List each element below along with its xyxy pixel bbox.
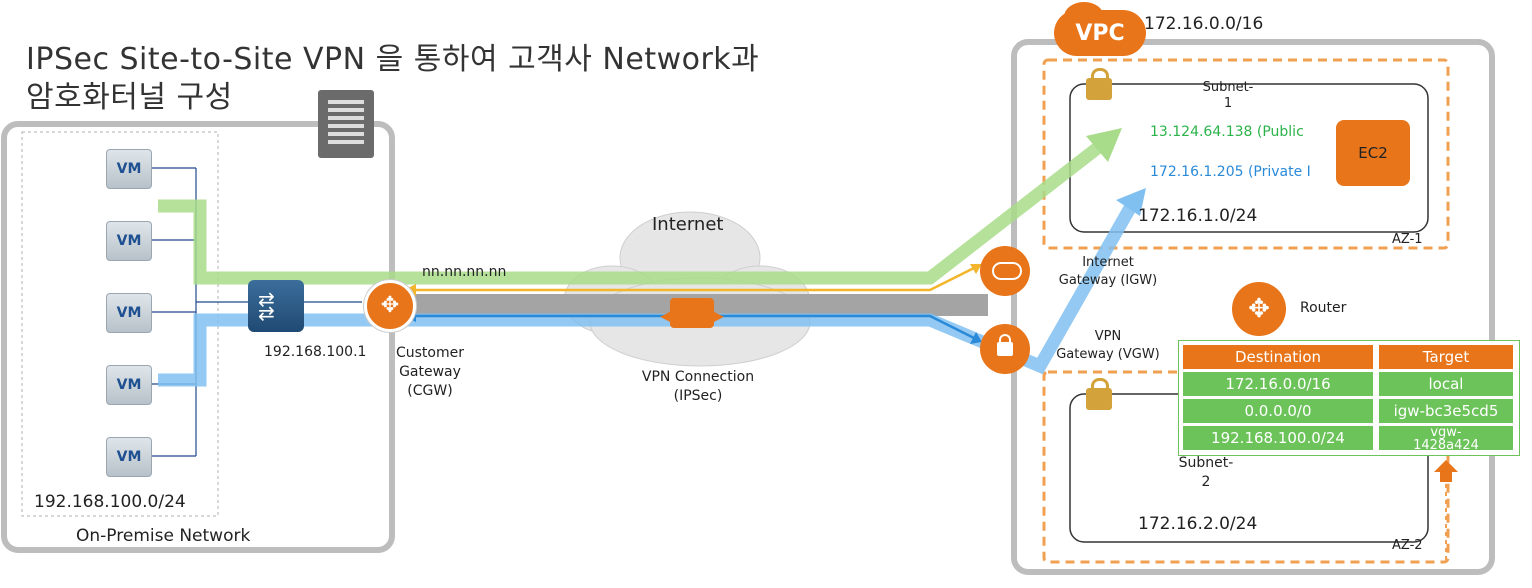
vpn-gateway-icon[interactable] [980,324,1030,374]
vpn-connection-label: VPN Connection (IPSec) [641,369,755,404]
vpc-cloud-icon: VPC [1054,2,1146,56]
title-line-2: 암호화터널 구성 [26,80,233,115]
title-line-1: IPSec Site-to-Site VPN 을 통하여 고객사 Network… [26,42,760,77]
route-target-3: vgw- 1428a424 [1379,426,1513,450]
onprem-public-ip: nn.nn.nn.nn [422,264,507,280]
vm-icon-4[interactable]: VM [106,365,152,405]
router-icon[interactable]: ✥ [1232,282,1286,336]
router-label: Router [1300,300,1347,316]
vm-icon-5[interactable]: VM [106,437,152,477]
vgw-label: VPN Gateway (VGW) [1056,329,1160,362]
route-table-header-target: Target [1379,345,1513,369]
onprem-network-label: On-Premise Network [76,526,251,546]
vm-icon-1[interactable]: VM [106,149,152,189]
blue-arrow-head [1116,188,1146,216]
customer-gateway-router-icon[interactable]: ✥ [364,280,416,332]
vpn-lock-icon: ◀ ▶ [660,298,724,328]
route-table-header-destination: Destination [1183,345,1373,369]
cgw-label: Customer Gateway (CGW) [395,345,464,399]
switch-ip: 192.168.100.1 [264,344,367,360]
vpc-badge-text: VPC [1075,21,1125,46]
route-target-2: igw-bc3e5cd5 [1379,399,1513,423]
route-table: Destination Target 172.16.0.0/16 local 0… [1178,340,1520,456]
green-path [158,140,1104,285]
ec2-public-ip: 13.124.64.138 (Public [1150,124,1304,140]
subnet1-cidr: 172.16.1.0/24 [1138,206,1258,226]
subnet2-label: Subnet- 2 [1178,455,1234,490]
route-arrow [1434,460,1458,482]
subnet2-cidr: 172.16.2.0/24 [1138,514,1258,534]
green-arrow-head [1086,128,1122,162]
onprem-subnet-cidr: 192.168.100.0/24 [34,492,186,512]
route-destination-2: 0.0.0.0/0 [1183,399,1373,423]
az2-label: AZ-2 [1392,538,1423,553]
internet-gateway-icon[interactable] [980,246,1030,296]
subnet1-box [1069,83,1429,233]
subnet2-lock-icon [1086,378,1112,410]
vpc-box [1011,39,1495,575]
route-destination-3: 192.168.100.0/24 [1183,426,1373,450]
route-target-1: local [1379,372,1513,396]
blue-path [158,204,1136,387]
ec2-instance[interactable]: EC2 [1336,120,1410,186]
vpc-cidr: 172.16.0.0/16 [1144,14,1264,34]
subnet1-lock-icon [1086,68,1112,100]
az1-box [1042,58,1450,250]
internet-label: Internet [652,214,724,235]
az1-label: AZ-1 [1392,232,1423,247]
switch-icon[interactable]: ⇄⇄ [248,280,304,332]
onprem-subnet-box [21,131,219,517]
vm-icon-2[interactable]: VM [106,221,152,261]
blue-thin-path [404,314,979,342]
ec2-private-ip: 172.16.1.205 (Private I [1150,164,1311,180]
yellow-path [404,264,979,292]
vm-icon-3[interactable]: VM [106,293,152,333]
onprem-box [1,121,395,553]
igw-label: Internet Gateway (IGW) [1058,255,1158,288]
subnet1-label: Subnet- 1 [1202,80,1254,111]
building-icon [318,90,374,158]
route-destination-1: 172.16.0.0/16 [1183,372,1373,396]
